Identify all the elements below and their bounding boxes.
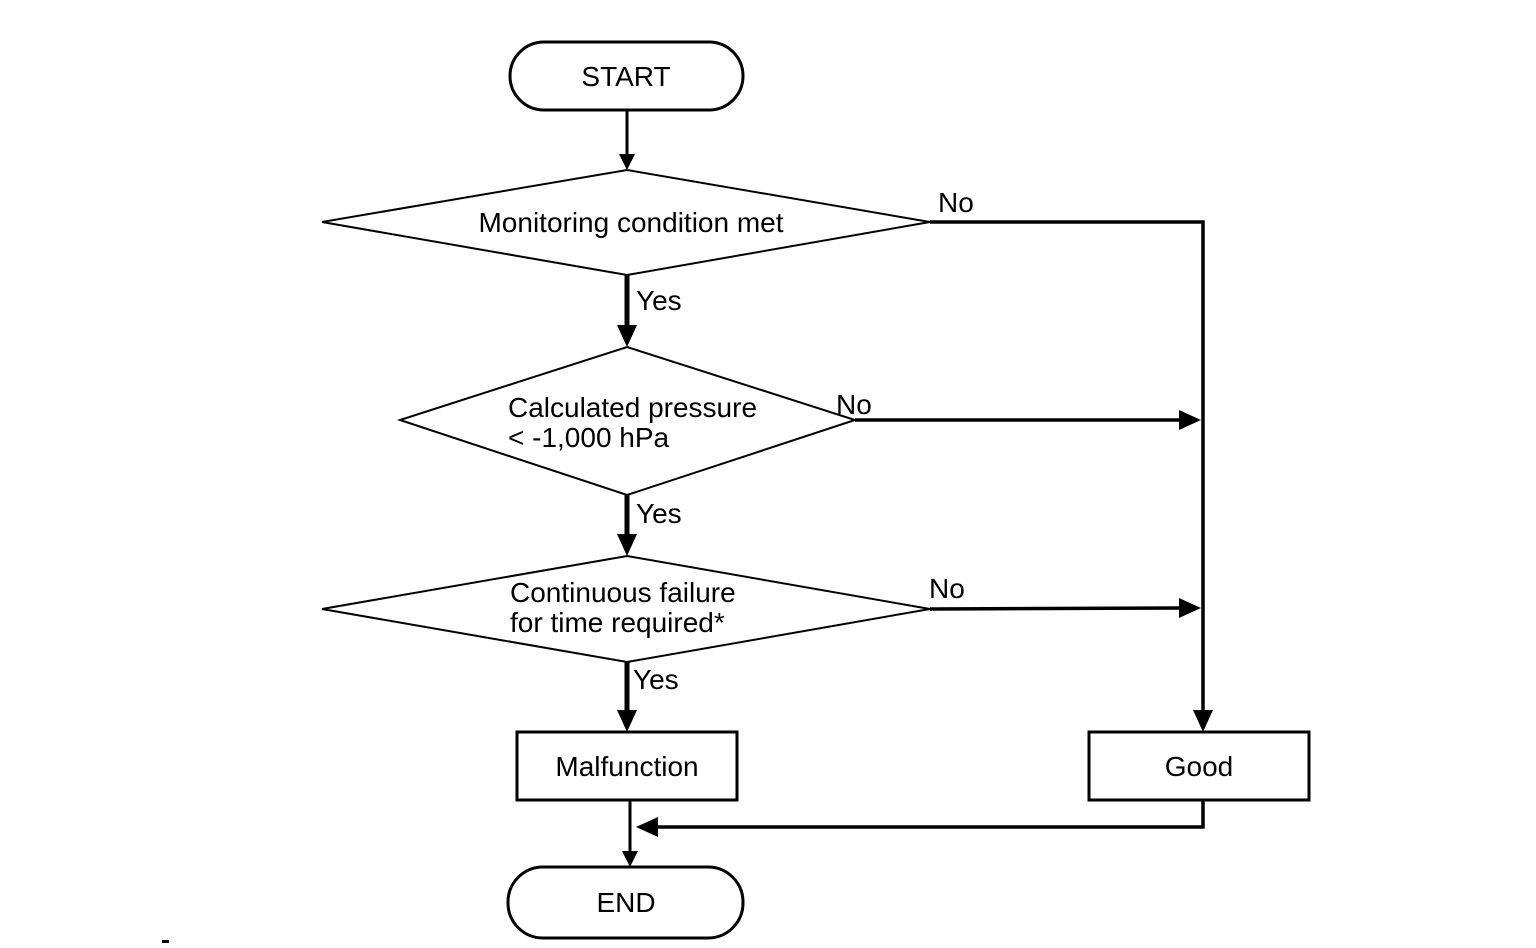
decision-continuous-label-line2: for time required* (510, 607, 725, 638)
decision-monitoring-label: Monitoring condition met (478, 207, 783, 238)
decision-continuous-label-line1: Continuous failure (510, 577, 736, 608)
end-label: END (596, 887, 655, 918)
arrowhead-good-join-left (636, 817, 658, 837)
end-node (506, 865, 745, 940)
start-label: START (581, 61, 670, 92)
arrowhead-continuous-yes (617, 710, 637, 732)
arrowhead-continuous-no (1179, 598, 1201, 618)
edge-label-monitoring-no: No (938, 187, 974, 218)
connector-continuous-no (929, 606, 1182, 611)
footnote-mark-artifact (162, 940, 169, 943)
connector-monitoring-no-rail (930, 220, 1205, 712)
edge-label-monitoring-yes: Yes (636, 285, 682, 316)
arrowhead-pressure-no (1179, 410, 1201, 430)
edge-label-pressure-no: No (836, 389, 872, 420)
good-node (1087, 730, 1311, 802)
arrowhead-into-end (622, 851, 638, 867)
edge-label-continuous-yes: Yes (633, 664, 679, 695)
arrowhead-pressure-yes (617, 534, 637, 556)
edge-label-pressure-yes: Yes (636, 498, 682, 529)
arrowhead-monitoring-yes (617, 325, 637, 347)
arrowhead-start-to-monitoring (619, 154, 635, 170)
connector-good-to-join (658, 800, 1205, 829)
decision-pressure-label-line2: < -1,000 hPa (508, 422, 670, 453)
malfunction-label: Malfunction (555, 751, 698, 782)
good-label: Good (1165, 751, 1234, 782)
edge-label-continuous-no: No (929, 573, 965, 604)
malfunction-node (515, 730, 739, 802)
decision-pressure-label-line1: Calculated pressure (508, 392, 757, 423)
arrowhead-rail-to-good (1193, 710, 1213, 732)
